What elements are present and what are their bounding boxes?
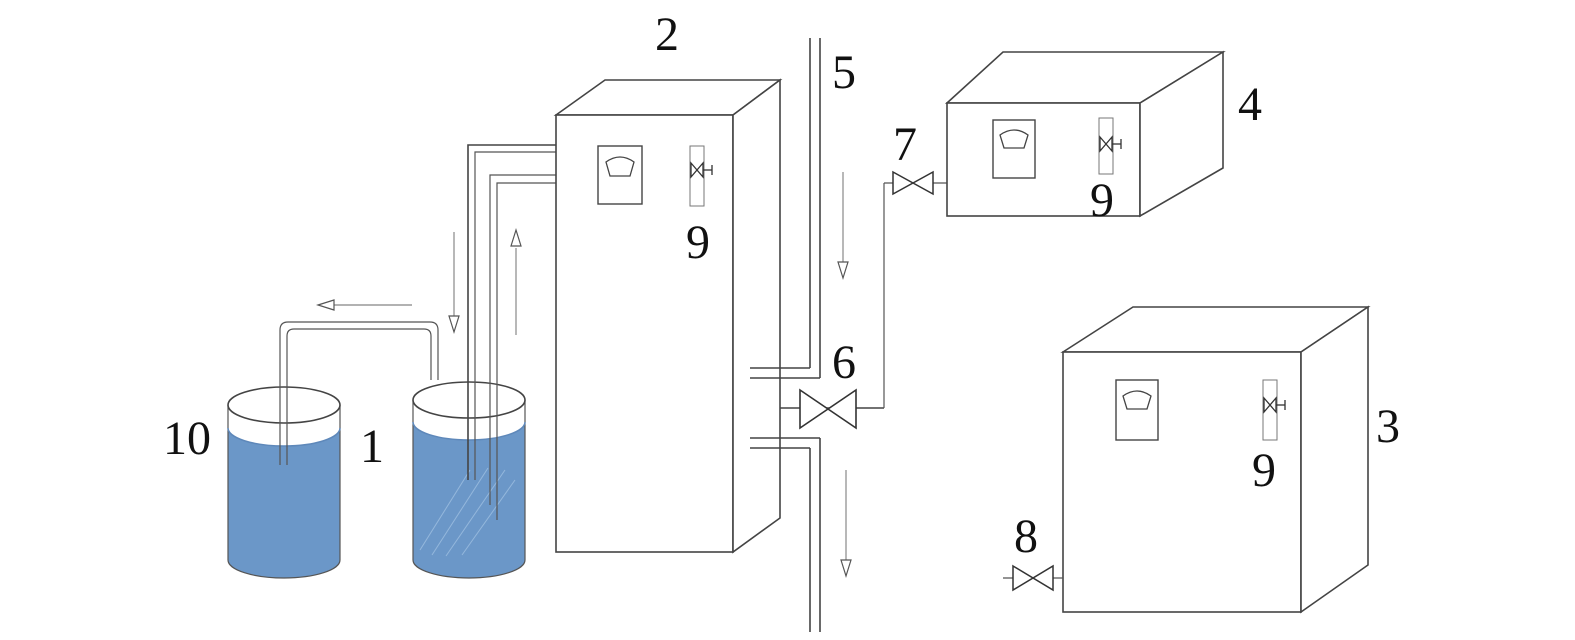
supply-pipes [467, 144, 556, 520]
gauge-9-box4-icon [1098, 117, 1122, 175]
label-9-box3: 9 [1252, 444, 1276, 497]
flow-arrow-down-upper [837, 172, 849, 281]
gauge-9-cabinet-icon [689, 145, 713, 207]
flow-arrow-up-tank [510, 227, 522, 335]
gauge-9-box3-icon [1262, 379, 1286, 441]
tank-1-rim [412, 381, 526, 419]
label-7: 7 [893, 118, 917, 171]
valve-8-icon [1003, 564, 1063, 592]
controller-icon-box3 [1115, 379, 1159, 441]
tank-1 [412, 381, 526, 579]
cabinet-2-side [732, 78, 781, 554]
label-9-box4: 9 [1090, 174, 1114, 227]
siphon-tube [279, 321, 439, 465]
label-6: 6 [832, 336, 856, 389]
label-8: 8 [1014, 510, 1038, 563]
box-4 [944, 50, 1226, 218]
tank-1-water [413, 422, 525, 578]
label-4: 4 [1238, 78, 1262, 131]
controller-icon-box4 [992, 119, 1036, 179]
label-10: 10 [163, 412, 211, 465]
valve-7-icon [884, 170, 947, 196]
cabinet-2-front [555, 114, 734, 553]
tank-10-water [228, 428, 340, 578]
pipe-5 [750, 38, 821, 632]
label-9-cabinet: 9 [686, 216, 710, 269]
flow-arrow-left [315, 299, 412, 311]
tank-10 [227, 386, 341, 579]
controller-icon [597, 145, 643, 205]
flow-arrow-down-lower [840, 470, 852, 579]
label-1: 1 [360, 420, 384, 473]
label-2: 2 [655, 8, 679, 61]
valve-6-icon [780, 388, 884, 430]
tank-10-rim [227, 386, 341, 424]
cabinet-2 [553, 78, 783, 554]
label-3: 3 [1376, 400, 1400, 453]
label-5: 5 [832, 46, 856, 99]
flow-arrow-down-tank [448, 232, 460, 335]
box-3 [1060, 305, 1371, 614]
